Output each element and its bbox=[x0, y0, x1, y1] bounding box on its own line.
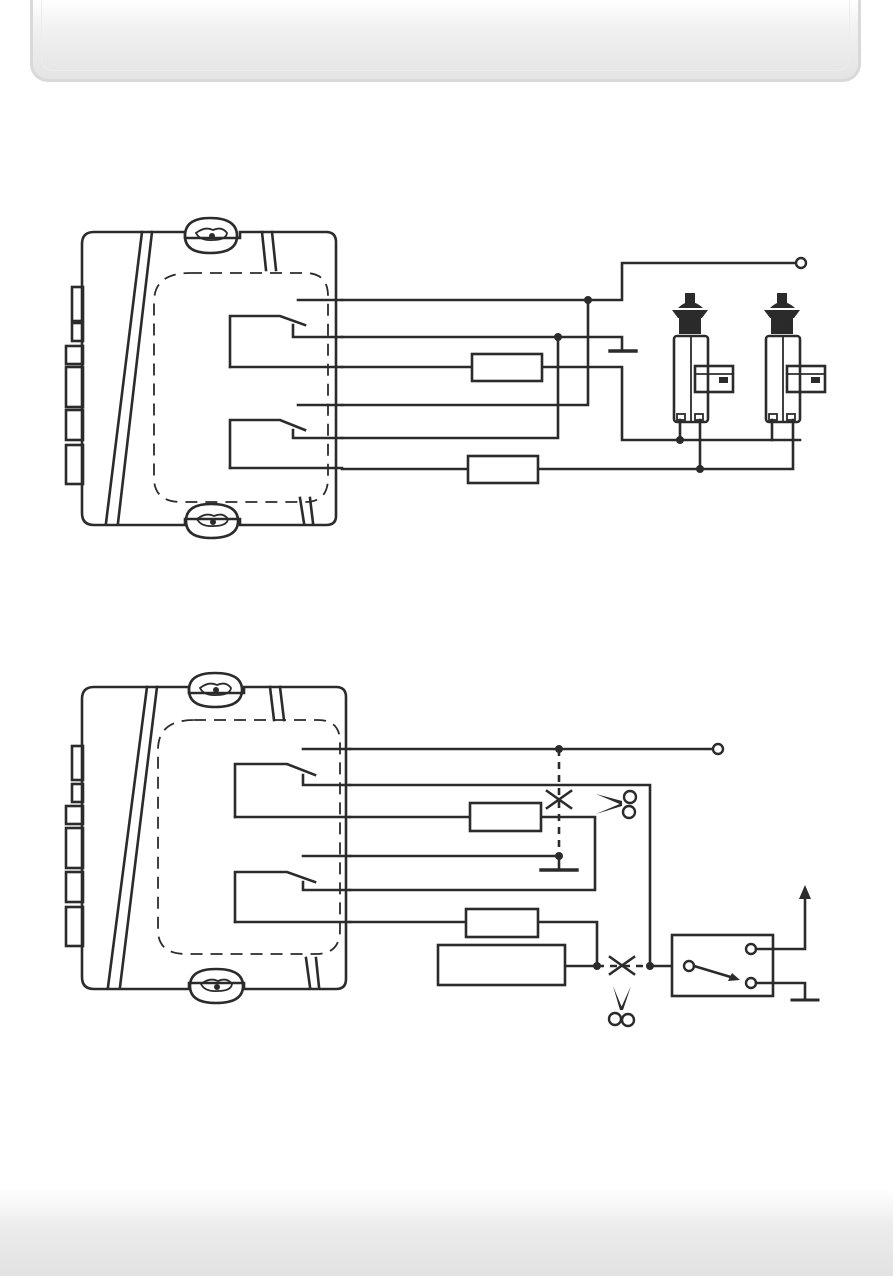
terminal-icon bbox=[713, 744, 723, 754]
control-unit-1 bbox=[66, 218, 342, 538]
door-lock-actuator-icon bbox=[672, 293, 733, 422]
device-block bbox=[438, 945, 565, 985]
fuse-3 bbox=[470, 803, 541, 831]
diagram-switch-wiring bbox=[66, 673, 818, 1026]
fuse-4 bbox=[466, 909, 538, 937]
scissors-icon bbox=[596, 791, 636, 818]
scissors-icon bbox=[609, 986, 634, 1026]
terminal-icon bbox=[796, 258, 806, 268]
door-lock-actuator-icon bbox=[764, 293, 825, 422]
diagram-door-lock-actuators bbox=[66, 218, 825, 538]
arrow-up-icon bbox=[799, 885, 811, 899]
fuse-1 bbox=[472, 354, 542, 381]
switch-unit bbox=[672, 896, 818, 1000]
control-unit-2 bbox=[66, 673, 350, 1003]
wires-1 bbox=[342, 263, 800, 473]
fuse-2 bbox=[468, 456, 538, 483]
